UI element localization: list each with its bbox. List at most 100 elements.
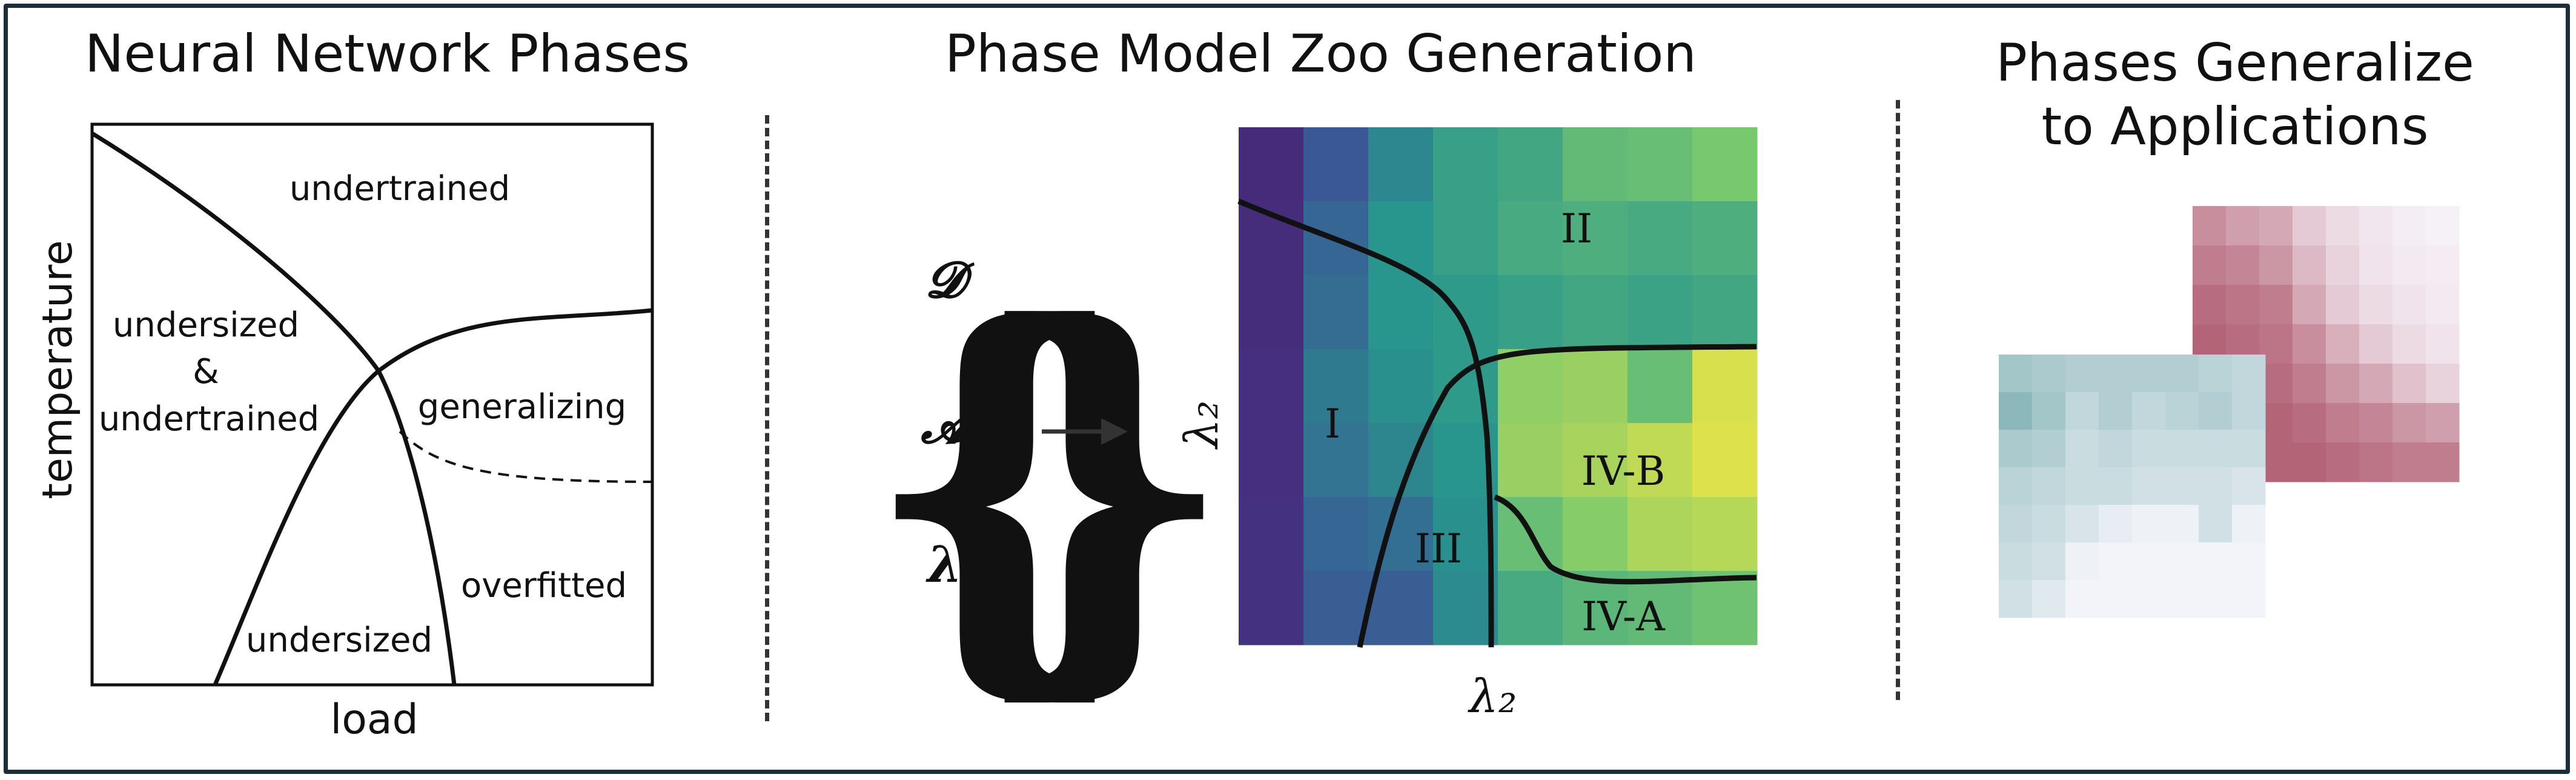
- app-heatmap-red-cell: [2259, 285, 2293, 325]
- zoo-heatmap-cell: [1368, 349, 1434, 424]
- app-heatmap-red-cell: [2426, 245, 2460, 285]
- zoo-heatmap-cell: [1433, 275, 1498, 350]
- zoo-heatmap-cell: [1368, 275, 1434, 350]
- app-heatmap-red-cell: [2392, 206, 2426, 246]
- applications-title-1: Phases Generalize: [1996, 33, 2474, 93]
- app-heatmap-teal-cell: [2232, 392, 2266, 430]
- app-heatmap-teal-cell: [2065, 467, 2099, 505]
- zoo-heatmap-cell: [1627, 497, 1693, 572]
- app-heatmap-red-cell: [2392, 442, 2426, 482]
- zoo-heatmap-cell: [1303, 423, 1369, 498]
- app-heatmap-teal-cell: [2099, 505, 2133, 543]
- app-heatmap-teal-cell: [2099, 580, 2133, 618]
- app-heatmap-teal-cell: [2032, 355, 2066, 393]
- zoo-heatmap-cell: [1563, 201, 1628, 276]
- app-heatmap-teal-cell: [2065, 430, 2099, 468]
- app-heatmap-teal-cell: [2099, 542, 2133, 581]
- separator-1: [765, 115, 769, 721]
- zoo-heatmap-cell: [1563, 275, 1628, 350]
- app-heatmap-red-cell: [2392, 403, 2426, 443]
- zoo-xlabel: λ₂: [1468, 669, 1517, 723]
- zoo-region-II: II: [1561, 205, 1592, 252]
- app-heatmap-red-cell: [2226, 245, 2260, 285]
- app-heatmap-teal-cell: [2165, 467, 2199, 505]
- app-heatmap-red-cell: [2392, 324, 2426, 364]
- app-heatmap-teal-cell: [2099, 392, 2133, 430]
- app-heatmap-red-cell: [2326, 442, 2360, 482]
- app-heatmap-red-cell: [2226, 206, 2260, 246]
- zoo-heatmap-cell: [1563, 423, 1628, 498]
- app-heatmap-red-cell: [2326, 245, 2360, 285]
- app-heatmap-teal-cell: [2232, 355, 2266, 393]
- zoo-heatmap-cell: [1692, 497, 1758, 572]
- boundary-undersized-edge: [213, 308, 653, 686]
- separator-2: [1896, 100, 1900, 700]
- app-heatmap-teal-cell: [2165, 430, 2199, 468]
- app-heatmap-teal-cell: [2099, 355, 2133, 393]
- app-heatmap-red-cell: [2426, 442, 2460, 482]
- brace-right: }: [966, 236, 1239, 734]
- app-heatmap-red-cell: [2426, 364, 2460, 404]
- phases-xlabel: load: [330, 696, 418, 744]
- zoo-heatmap-cell: [1563, 127, 1628, 202]
- app-heatmap-teal-cell: [2032, 392, 2066, 430]
- app-heatmap-teal-cell: [2199, 542, 2233, 581]
- zoo-heatmap-cell: [1498, 349, 1563, 424]
- app-heatmap-teal-cell: [2132, 392, 2166, 430]
- region-undersized-undertrained-1: undersized: [113, 305, 299, 345]
- zoo-heatmap-cell: [1303, 497, 1369, 572]
- zoo-heatmap-cell: [1692, 423, 1758, 498]
- app-heatmap-teal-cell: [2132, 505, 2166, 543]
- app-heatmap-red-cell: [2293, 206, 2326, 246]
- zoo-heatmap-cell: [1692, 201, 1758, 276]
- app-heatmap-teal-cell: [2232, 467, 2266, 505]
- app-heatmap-teal-cell: [1999, 392, 2033, 430]
- app-heatmap-red-cell: [2326, 285, 2360, 325]
- app-heatmap-teal-cell: [2165, 355, 2199, 393]
- app-heatmap-red-cell: [2293, 403, 2326, 443]
- app-heatmap-red-cell: [2392, 364, 2426, 404]
- zoo-heatmap-cell: [1498, 571, 1563, 645]
- zoo-heatmap-cell: [1368, 571, 1434, 645]
- app-heatmap-teal-cell: [2132, 542, 2166, 581]
- region-undersized: undersized: [246, 621, 432, 660]
- zoo-heatmap-cell: [1239, 423, 1304, 498]
- app-heatmap-teal-cell: [2132, 355, 2166, 393]
- zoo-ylabel: λ₂: [1174, 401, 1228, 450]
- app-heatmap-teal-cell: [1999, 430, 2033, 468]
- app-heatmap-teal-cell: [2165, 392, 2199, 430]
- phases-ylabel: temperature: [34, 240, 82, 499]
- phase-diagram-frame: [90, 122, 654, 687]
- zoo-title: Phase Model Zoo Generation: [945, 24, 1697, 84]
- app-heatmap-red-cell: [2359, 403, 2393, 443]
- app-heatmap-red-cell: [2259, 245, 2293, 285]
- app-heatmap-red-cell: [2359, 285, 2393, 325]
- app-heatmap-teal-cell: [2199, 392, 2233, 430]
- zoo-boundary-1: [1237, 198, 1494, 648]
- zoo-region-III: III: [1415, 525, 1462, 572]
- app-heatmap-red-cell: [2426, 206, 2460, 246]
- region-undertrained: undertrained: [290, 169, 510, 208]
- app-heatmap-teal-cell: [1999, 355, 2033, 393]
- zoo-heatmap-cell: [1692, 349, 1758, 424]
- zoo-heatmap-cell: [1239, 127, 1304, 202]
- app-heatmap-red-cell: [2193, 285, 2227, 325]
- app-heatmap-teal-cell: [2065, 542, 2099, 581]
- app-heatmap-red-cell: [2392, 285, 2426, 325]
- app-heatmap-teal-cell: [1999, 580, 2033, 618]
- app-heatmap-teal-cell: [2032, 542, 2066, 581]
- zoo-boundary-2: [1357, 344, 1757, 648]
- app-heatmap-teal-cell: [2099, 467, 2133, 505]
- zoo-heatmap-cell: [1239, 497, 1304, 572]
- zoo-heatmap-cell: [1692, 571, 1758, 645]
- app-heatmap-teal-cell: [2065, 505, 2099, 543]
- app-heatmap-teal-cell: [2165, 505, 2199, 543]
- app-heatmap-red-cell: [2359, 324, 2393, 364]
- app-heatmap-teal-cell: [2165, 542, 2199, 581]
- app-heatmap-teal-cell: [2232, 505, 2266, 543]
- zoo-heatmap-cell: [1627, 349, 1693, 424]
- zoo-heatmap-cell: [1303, 275, 1369, 350]
- app-heatmap-red-cell: [2293, 364, 2326, 404]
- zoo-heatmap: [1239, 127, 1758, 645]
